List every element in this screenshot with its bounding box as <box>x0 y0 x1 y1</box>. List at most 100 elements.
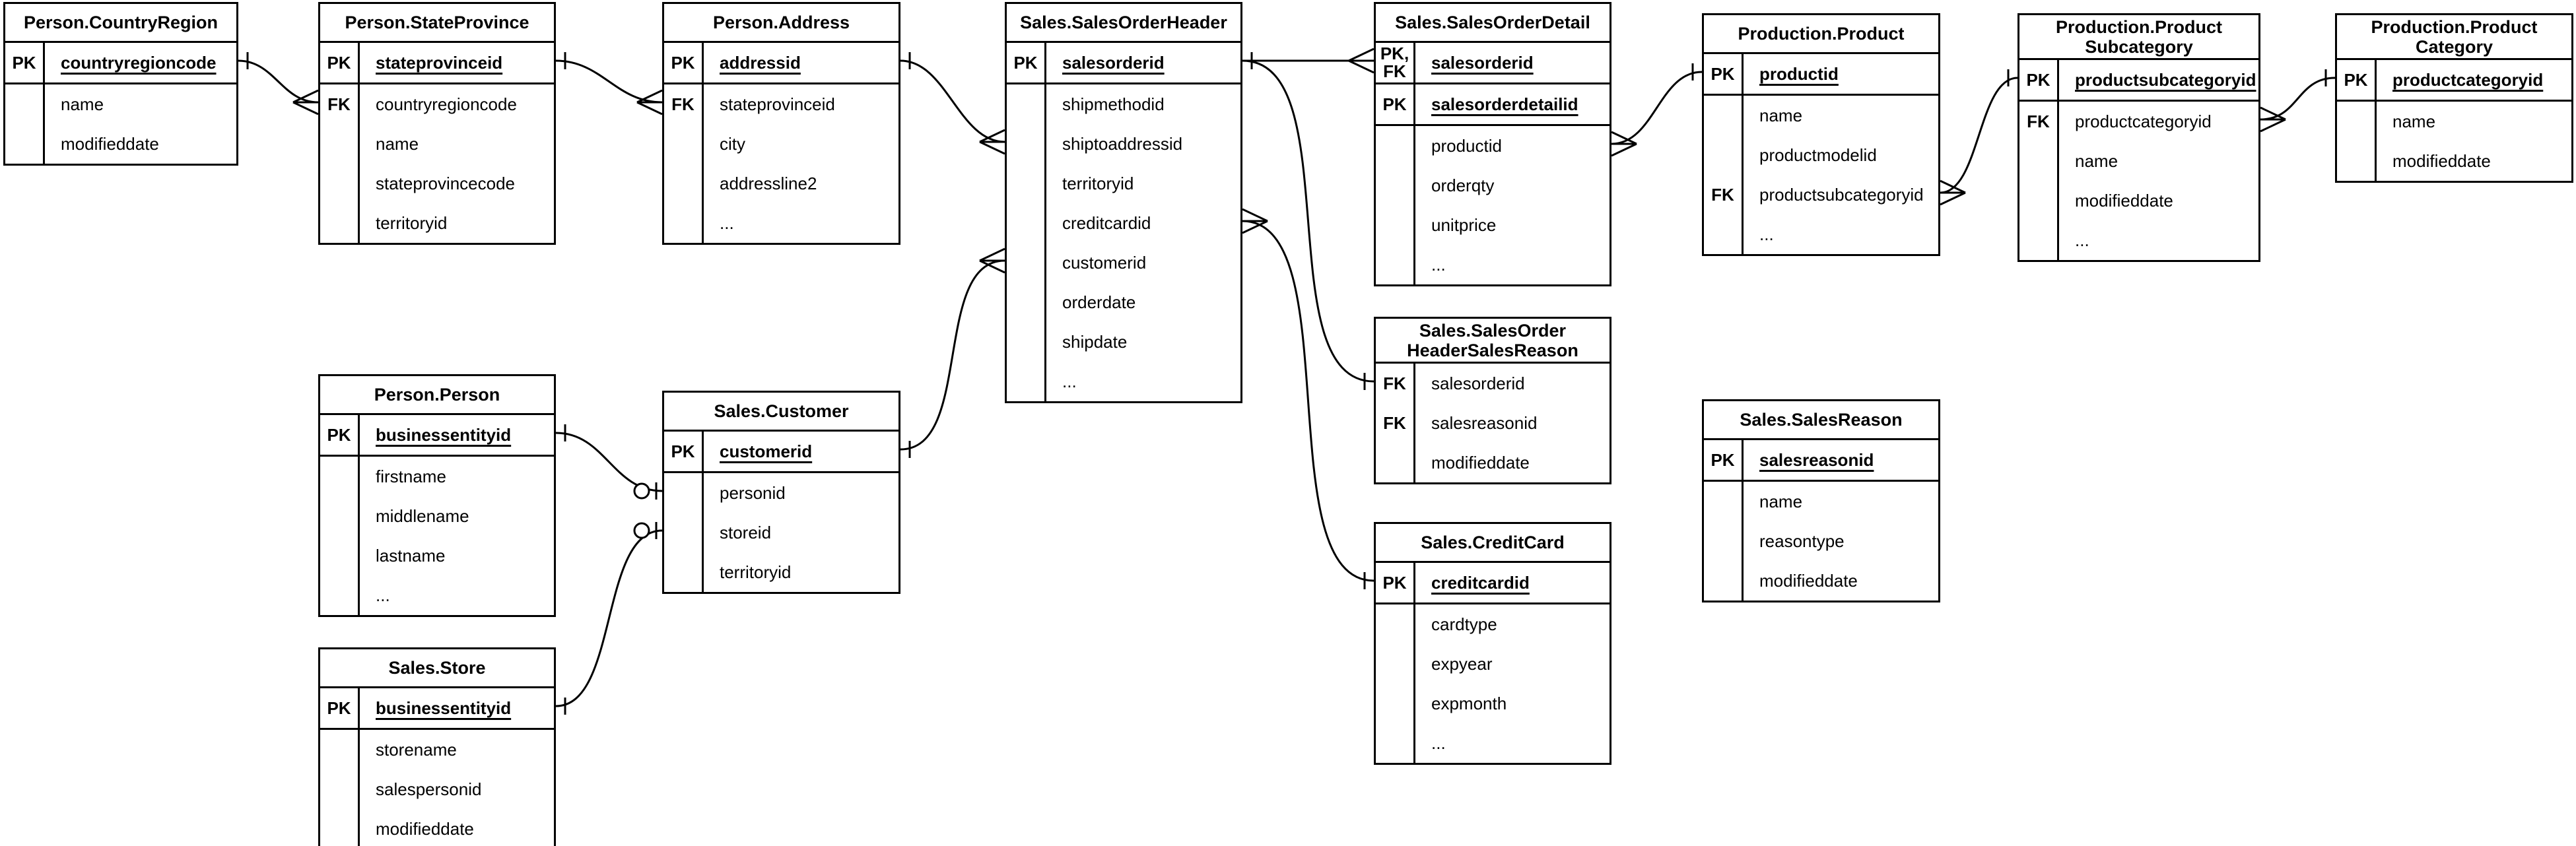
field-name: creditcardid <box>1431 572 1530 593</box>
relationship-line <box>2260 77 2336 121</box>
cardinality-marker <box>1940 69 2010 206</box>
key-label: FK <box>320 84 360 124</box>
key-label <box>1007 282 1046 322</box>
field-name: productid <box>1431 135 1502 156</box>
key-label <box>1376 684 1415 723</box>
field-name: name <box>1759 491 1803 511</box>
key-label <box>1007 243 1046 282</box>
cardinality-marker <box>564 424 658 500</box>
field-name: city <box>720 133 745 154</box>
relationship-line <box>555 59 663 104</box>
key-label <box>320 203 360 243</box>
field-name: territoryid <box>720 562 792 582</box>
field-name: cardtype <box>1431 614 1497 634</box>
table-title: Person.CountryRegion <box>23 13 219 32</box>
key-label <box>320 575 360 615</box>
field-name: middlename <box>376 505 469 526</box>
table-title: Production.Product Category <box>2371 16 2538 57</box>
key-label <box>2019 220 2059 260</box>
key-label: PK <box>320 415 360 455</box>
field-name: countryregioncode <box>376 94 517 114</box>
table-row: unitprice <box>1376 205 1610 245</box>
field-name: ... <box>1759 224 1774 244</box>
field-name: businessentityid <box>376 698 512 718</box>
key-label <box>664 473 704 513</box>
field-name: salesorderid <box>1431 52 1534 73</box>
key-label <box>1376 604 1415 644</box>
cardinality-marker <box>246 52 319 115</box>
key-label <box>1376 245 1415 284</box>
table-row: ... <box>1007 362 1240 401</box>
field-name: orderdate <box>1062 292 1136 312</box>
key-label: PK <box>2337 60 2377 100</box>
table-row: name <box>320 124 554 164</box>
table-row: modifieddate <box>320 809 554 846</box>
key-label <box>1704 214 1744 254</box>
table-title: Person.Address <box>712 13 850 32</box>
table-row: territoryid <box>1007 164 1240 203</box>
field-name: addressid <box>720 52 801 73</box>
table-title: Production.Product <box>1738 24 1905 44</box>
table-title: Sales.Store <box>388 658 486 678</box>
key-label <box>2337 141 2377 181</box>
table-row: territoryid <box>320 203 554 243</box>
key-label <box>320 536 360 575</box>
table-row: storename <box>320 730 554 769</box>
key-label: PK <box>1704 54 1744 94</box>
key-label: FK <box>2019 102 2059 141</box>
field-name: name <box>376 133 419 154</box>
table-title: Production.Product Subcategory <box>2056 16 2222 57</box>
field-name: ... <box>1431 254 1446 275</box>
field-name: name <box>2075 150 2118 171</box>
key-label <box>1704 96 1744 135</box>
field-name: ... <box>1431 732 1446 753</box>
table-row: ... <box>2019 220 2258 260</box>
key-label: PK <box>320 43 360 82</box>
table-row: firstname <box>320 457 554 496</box>
field-name: modifieddate <box>1431 452 1530 472</box>
key-label <box>664 552 704 592</box>
field-name: modifieddate <box>61 133 159 154</box>
field-name: salesreasonid <box>1431 412 1538 433</box>
table-row: personid <box>664 473 898 513</box>
relationship-line <box>900 59 1005 143</box>
key-label <box>320 496 360 536</box>
key-label <box>1376 205 1415 245</box>
table-row: addressline2 <box>664 164 898 203</box>
table-row: productmodelid <box>1704 135 1938 175</box>
field-name: storename <box>376 739 457 760</box>
key-label: FK <box>1376 403 1415 443</box>
table-row: productid <box>1376 126 1610 166</box>
field-name: name <box>61 94 104 114</box>
table-row: modifieddate <box>1376 443 1610 482</box>
relationship-line <box>1242 59 1374 383</box>
field-name: storeid <box>720 522 772 542</box>
key-label: PK <box>1376 84 1415 124</box>
table-row: orderqty <box>1376 166 1610 205</box>
